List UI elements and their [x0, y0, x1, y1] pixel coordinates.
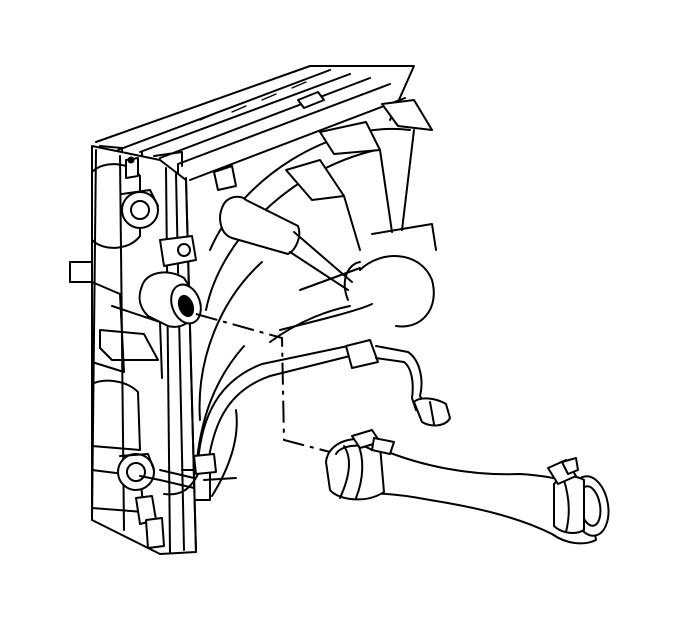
radiator-core-fins — [95, 65, 415, 181]
transmission-cooler-line — [139, 339, 451, 496]
assembly-guide-line — [195, 313, 331, 453]
outlet-pipe — [138, 271, 202, 328]
lower-hose — [325, 429, 610, 545]
cooling-fan — [195, 99, 437, 497]
radiator — [69, 145, 237, 555]
